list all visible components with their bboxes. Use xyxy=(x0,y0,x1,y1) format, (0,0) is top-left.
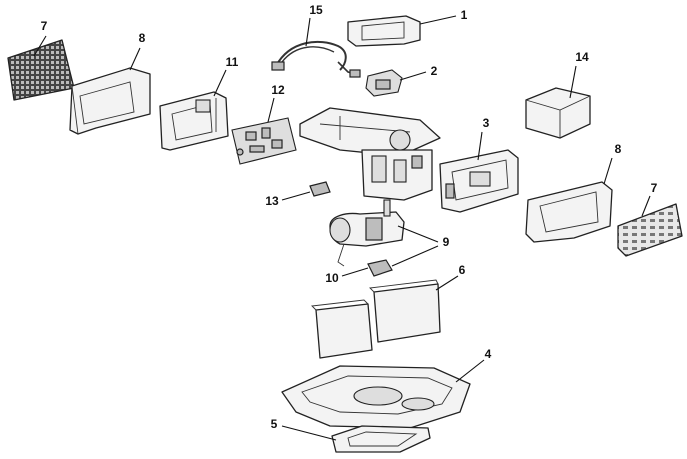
part-9-motor xyxy=(329,199,405,267)
callout-15: 15 xyxy=(309,3,323,17)
part-5-lens-plate xyxy=(331,425,431,453)
part-4-housing xyxy=(281,365,471,429)
part-6-panels xyxy=(311,279,441,359)
part-11-bracket xyxy=(159,91,229,151)
callout-7-right: 7 xyxy=(651,181,658,195)
part-2-switch xyxy=(365,69,403,97)
part-1-top-cover xyxy=(347,15,421,47)
part-14-light-box xyxy=(525,87,591,139)
part-3-end-panel xyxy=(439,149,519,213)
callout-2: 2 xyxy=(431,64,438,78)
callout-7-left: 7 xyxy=(41,19,48,33)
main-chassis xyxy=(299,107,441,201)
part-8-left-cover xyxy=(69,67,151,135)
callout-11: 11 xyxy=(226,55,239,69)
callout-10: 10 xyxy=(325,271,339,285)
part-13-sensor xyxy=(309,181,331,197)
callout-14: 14 xyxy=(575,50,589,64)
callout-8-right: 8 xyxy=(615,142,622,156)
callout-12: 12 xyxy=(271,83,285,97)
callout-6: 6 xyxy=(459,263,466,277)
callout-3: 3 xyxy=(483,116,490,130)
part-7-left-lens xyxy=(7,39,75,101)
callout-8-left: 8 xyxy=(139,31,146,45)
callout-4: 4 xyxy=(485,347,492,361)
part-12-logic-board xyxy=(231,117,297,165)
leader-lines xyxy=(33,15,651,441)
part-15-wire-harness xyxy=(271,40,361,78)
callout-5: 5 xyxy=(271,417,278,431)
callout-9: 9 xyxy=(443,235,450,249)
part-10-connector xyxy=(367,259,393,277)
part-8-right-cover xyxy=(525,181,613,243)
part-7-right-lens xyxy=(617,203,683,257)
callout-13: 13 xyxy=(265,194,279,208)
callout-1: 1 xyxy=(461,8,468,22)
